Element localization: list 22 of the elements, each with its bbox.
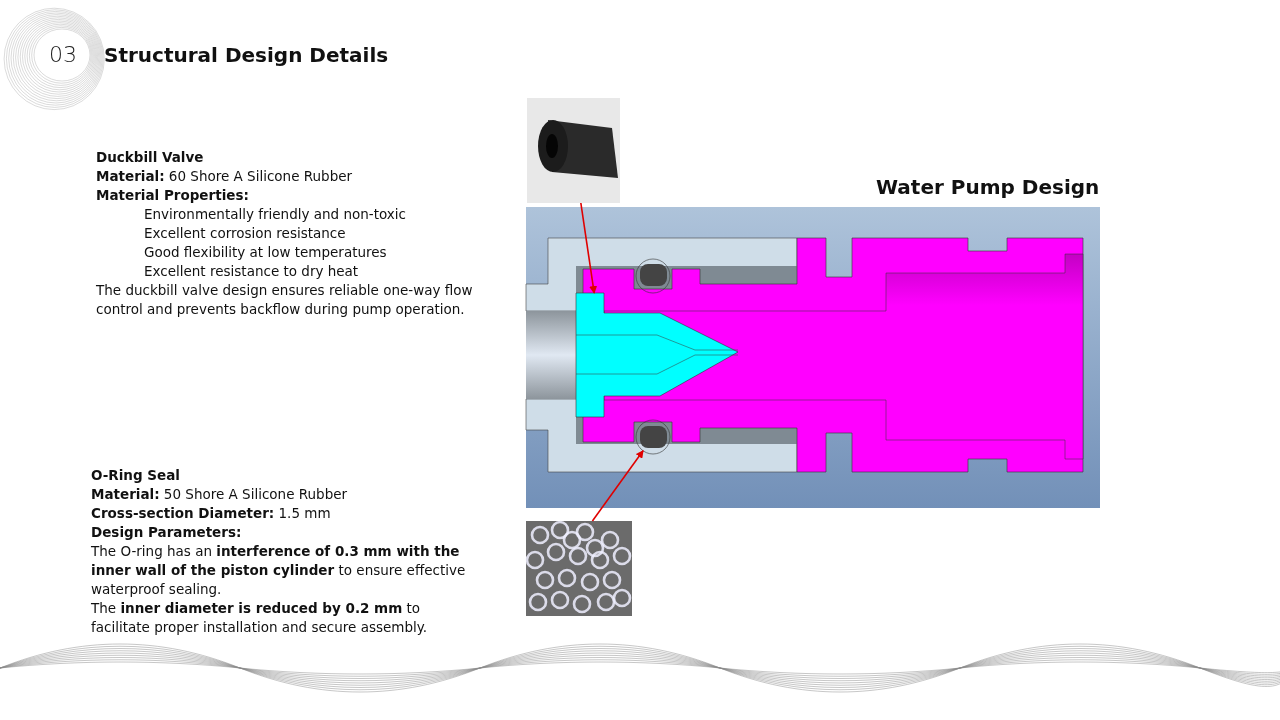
description-text: The O-ring has an interference of 0.3 mm with the inner wall of the piston cylinder to ensure effective waterproof sealing. [91, 542, 467, 599]
property-item: Excellent resistance to dry heat [144, 262, 360, 281]
section-heading: O-Ring Seal [91, 466, 181, 485]
spec-line: Cross-section Diameter: 1.5 mm [91, 504, 332, 523]
section-heading: Duckbill Valve [96, 148, 205, 167]
leader-line [591, 450, 644, 522]
slide-title: Structural Design Details [104, 42, 389, 68]
spec-heading: Design Parameters: [91, 523, 243, 542]
spec-line: Material: 50 Shore A Silicone Rubber [91, 485, 349, 504]
leader-line [580, 202, 598, 294]
spec-heading: Material Properties: [96, 186, 250, 205]
duckbill-valve-part [575, 292, 739, 418]
property-item: Environmentally friendly and non-toxic [144, 205, 407, 224]
property-item: Good flexibility at low temperatures [144, 243, 388, 262]
drawing-title: Water Pump Design [876, 174, 1100, 200]
valve-photo [527, 98, 620, 203]
spec-line: Material: 60 Shore A Silicone Rubber [96, 167, 354, 186]
o-ring-section [635, 419, 671, 455]
property-item: Excellent corrosion resistance [144, 224, 347, 243]
o-rings-photo [525, 520, 632, 616]
description-text: The duckbill valve design ensures reliable one-way flow control and prevents backflow during pump operation. [96, 281, 474, 319]
description-text: The inner diameter is reduced by 0.2 mm to facilitate proper installation and secure assembly. [91, 599, 429, 637]
